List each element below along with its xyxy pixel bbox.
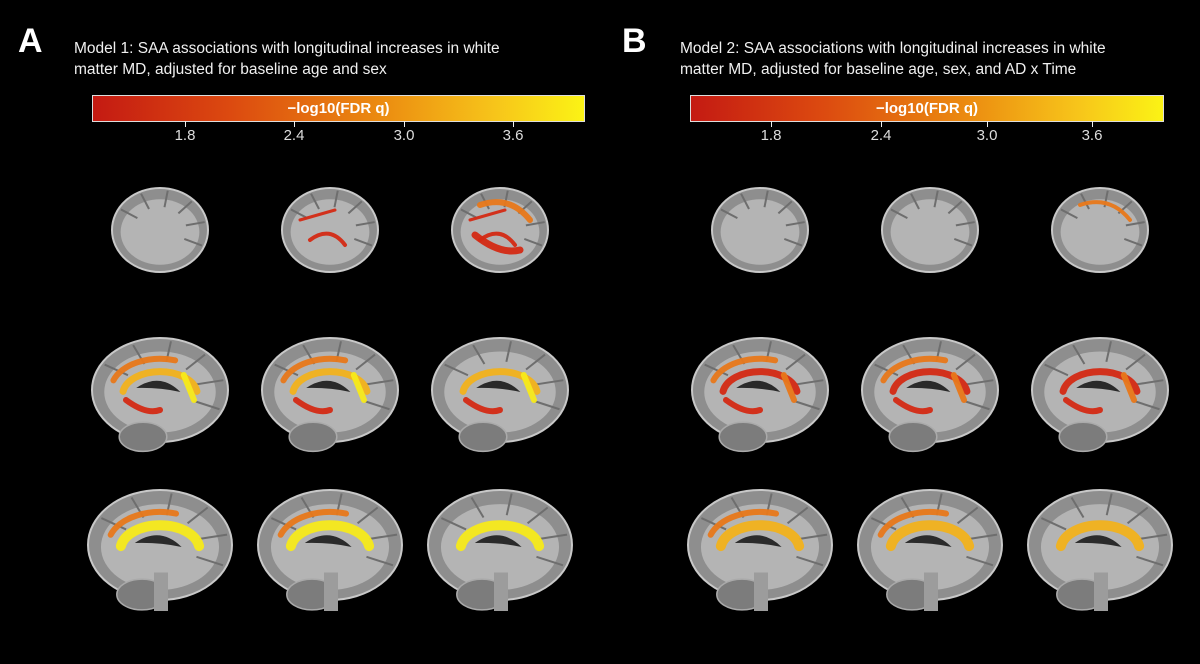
brain-slice [451,187,549,273]
brain-slice [857,489,1003,611]
brain-slice [1027,489,1173,611]
panel-title: Model 2: SAA associations with longitudi… [680,38,1106,80]
colorbar-tick [294,121,295,127]
brain-slice [111,187,209,273]
colorbar: −log10(FDR q) [690,95,1164,122]
brain-slice-grid [87,187,573,611]
colorbar-tick [881,121,882,127]
panel-letter: A [18,22,43,60]
colorbar-tick [404,121,405,127]
brain-slice [687,489,833,611]
brain-slice [281,187,379,273]
colorbar-label: −log10(FDR q) [875,100,979,117]
brain-slice [431,337,569,453]
colorbar-tick [185,121,186,127]
brain-slice [881,187,979,273]
brain-slice [691,337,829,453]
colorbar-tick-label: 3.0 [976,127,998,144]
brain-slice [257,489,403,611]
colorbar-tick-label: 1.8 [760,127,782,144]
brain-slice-grid [687,187,1173,611]
brain-slice [261,337,399,453]
panel-title-line-1: Model 1: SAA associations with longitudi… [74,40,500,57]
panel-title: Model 1: SAA associations with longitudi… [74,38,500,80]
panel-title-line-2: matter MD, adjusted for baseline age and… [74,61,387,78]
colorbar-tick-label: 2.4 [870,127,892,144]
brain-slice [1051,187,1149,273]
colorbar-tick-label: 3.6 [1081,127,1103,144]
brain-slice [861,337,999,453]
brain-slice [1031,337,1169,453]
colorbar-tick-label: 1.8 [174,127,196,144]
panel-b: B Model 2: SAA associations with longitu… [600,0,1200,664]
panel-letter: B [622,22,647,60]
colorbar-tick [987,121,988,127]
colorbar-tick-label: 3.0 [393,127,415,144]
colorbar-tick [771,121,772,127]
colorbar-label: −log10(FDR q) [287,100,390,117]
panel-title-line-2: matter MD, adjusted for baseline age, se… [680,61,1077,78]
colorbar-tick [513,121,514,127]
colorbar-tick-label: 3.6 [502,127,524,144]
panel-a: A Model 1: SAA associations with longitu… [18,22,585,611]
colorbar: −log10(FDR q) [92,95,585,122]
brain-slice [87,489,233,611]
brain-slice [91,337,229,453]
colorbar-tick-label: 2.4 [283,127,305,144]
brain-slice [427,489,573,611]
colorbar-tick [1092,121,1093,127]
panel-title-line-1: Model 2: SAA associations with longitudi… [680,40,1106,57]
brain-slice [711,187,809,273]
